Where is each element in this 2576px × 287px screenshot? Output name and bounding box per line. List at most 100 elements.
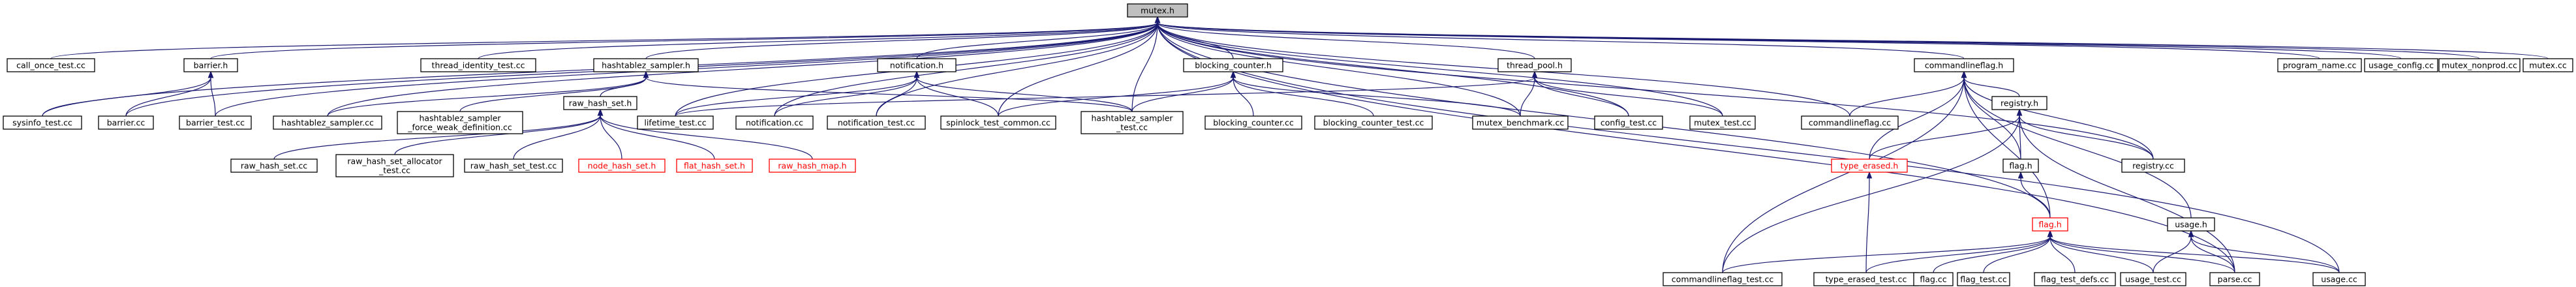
node-usage-config[interactable]: usage_config.cc [2364,58,2438,72]
node-box [1914,58,2014,72]
edge-commandlineflag_test-to-commandlineflag_h [1722,77,1965,273]
node-hashtablez-sampler-test[interactable]: hashtablez_sampler_test.cc [1081,111,1184,134]
node-parse-cc[interactable]: parse.cc [2209,272,2260,286]
node-label: usage_test.cc [2125,275,2181,284]
node-box [7,58,95,72]
node-box [1663,272,1783,286]
node-commandlineflag-test[interactable]: commandlineflag_test.cc [1663,272,1783,286]
edge-raw_hash_map_h-to-raw_hash_set_h [600,115,813,160]
node-barrier-h[interactable]: barrier.h [183,58,238,72]
node-program-name[interactable]: program_name.cc [2277,58,2362,72]
node-box [1081,111,1184,134]
node-raw-hash-set-h[interactable]: raw_hash_set.h [563,96,637,110]
node-usage-h[interactable]: usage.h [2167,217,2215,232]
node-thread-identity-test[interactable]: thread_identity_test.cc [420,58,536,72]
node-type-erased-test[interactable]: type_erased_test.cc [1813,272,1919,286]
edge-usage_h-to-commandlineflag_h [1963,77,2192,219]
node-mutex-h[interactable]: mutex.h [1127,3,1188,18]
node-raw-hash-set-test[interactable]: raw_hash_set_test.cc [464,159,563,173]
edge-call_once_test-to-mutex_h [50,22,1158,59]
edge-mutex_test-to-thread_pool_h [1534,77,1723,117]
node-blocking-counter-h[interactable]: blocking_counter.h [1183,58,1283,72]
node-hashtablez-sampler-cc[interactable]: hashtablez_sampler.cc [273,115,382,130]
node-usage-cc[interactable]: usage.cc [2312,272,2366,286]
edge-notification_h-to-mutex_h [916,22,1158,59]
edge-parse_cc-to-usage_h [2190,236,2235,273]
node-barrier-cc[interactable]: barrier.cc [98,115,154,130]
node-call-once-test[interactable]: call_once_test.cc [7,58,95,72]
node-config-test[interactable]: config_test.cc [1594,115,1663,130]
node-node-hash-set-h[interactable]: node_hash_set.h [578,159,666,173]
node-box [827,115,926,130]
node-label: notification_test.cc [838,118,915,128]
node-label: commandlineflag.cc [1809,118,1891,128]
node-sysinfo-test[interactable]: sysinfo_test.cc [3,115,82,130]
node-box [397,111,523,134]
node-flag-cc[interactable]: flag.cc [1913,272,1954,286]
node-label: flag.h [2038,220,2061,230]
edge-flag_h_red-to-flag_h_black [2020,177,2051,219]
node-type-erased-h[interactable]: type_erased.h [1831,159,1908,173]
node-hashtablez-sampler-h[interactable]: hashtablez_sampler.h [593,58,699,72]
node-flag-test-defs[interactable]: flag_test_defs.cc [2034,272,2116,286]
node-box [940,115,1056,130]
edge-thread_pool_h-to-mutex_h [1157,22,1535,59]
node-mutex-test[interactable]: mutex_test.cc [1689,115,1756,130]
arrowhead [2016,108,2023,116]
node-flat-hash-set-h[interactable]: flat_hash_set.h [676,159,753,173]
node-box [2002,159,2039,173]
node-notification-h[interactable]: notification.h [877,58,957,72]
arrowhead [2047,230,2053,237]
edge-hashtablez_force_weak-to-hashtablez_sampler_h [459,77,647,112]
edge-hashtablez_sampler_h-to-mutex_h [645,22,1158,59]
node-flag-h-red[interactable]: flag.h [2032,217,2068,232]
arrowhead [207,70,214,78]
node-mutex-nonprod[interactable]: mutex_nonprod.cc [2438,58,2521,72]
node-label: thread_identity_test.cc [432,61,525,70]
node-label: hashtablez_sampler.cc [281,118,374,128]
node-label: _test.cc [1116,123,1148,132]
node-box [1991,96,2047,110]
edge-flag_test-to-flag_h_red [1983,236,2051,273]
node-barrier-test[interactable]: barrier_test.cc [179,115,252,130]
node-label: usage_config.cc [2369,61,2434,70]
node-label: mutex_nonprod.cc [2442,61,2517,70]
node-usage-test[interactable]: usage_test.cc [2120,272,2186,286]
node-box [637,115,714,130]
node-raw-hash-set-allocator-test[interactable]: raw_hash_set_allocator_test.cc [335,154,454,177]
node-raw-hash-set-cc[interactable]: raw_hash_set.cc [230,159,318,173]
node-label: usage.cc [2321,275,2357,284]
edge-type_erased_h-to-commandlineflag_h [1869,77,1965,160]
node-commandlineflag-cc[interactable]: commandlineflag.cc [1801,115,1899,130]
node-box [2438,58,2521,72]
node-box [2167,217,2215,232]
node-lifetime-test[interactable]: lifetime_test.cc [637,115,714,130]
node-registry-cc[interactable]: registry.cc [2121,159,2185,173]
node-raw-hash-map-h[interactable]: raw_hash_map.h [769,159,856,173]
node-flag-h-black[interactable]: flag.h [2002,159,2039,173]
node-notification-test[interactable]: notification_test.cc [827,115,926,130]
node-thread-pool-h[interactable]: thread_pool.h [1497,58,1572,72]
node-commandlineflag-h[interactable]: commandlineflag.h [1914,58,2014,72]
node-label: commandlineflag_test.cc [1672,275,1774,284]
node-box [2034,272,2116,286]
node-label: spinlock_test_common.cc [946,118,1050,128]
edge-hashtablez_sampler_cc-to-hashtablez_sampler_h [327,77,647,117]
node-blocking-counter-test[interactable]: blocking_counter_test.cc [1314,115,1433,130]
node-mutex-benchmark[interactable]: mutex_benchmark.cc [1472,115,1569,130]
node-notification-cc[interactable]: notification.cc [735,115,814,130]
node-label: thread_pool.h [1507,61,1563,70]
edge-commandlineflag_cc-to-commandlineflag_h [1849,77,1965,117]
node-box [563,96,637,110]
node-registry-h[interactable]: registry.h [1991,96,2047,110]
edge-spinlock_test_common-to-blocking_counter_h [998,77,1234,117]
node-blocking-counter-cc[interactable]: blocking_counter.cc [1204,115,1302,130]
node-flag-test[interactable]: flag_test.cc [1957,272,2010,286]
edge-type_erased_test-to-flag_h_red [1865,236,2051,273]
node-spinlock-test-common[interactable]: spinlock_test_common.cc [940,115,1056,130]
node-mutex-cc[interactable]: mutex.cc [2522,58,2573,72]
edge-lifetime_test-to-thread_pool_h [675,77,1535,117]
node-box [1127,3,1188,18]
node-box [1472,115,1569,130]
node-hashtablez-force-weak[interactable]: hashtablez_sampler_force_weak_definition… [397,111,523,134]
